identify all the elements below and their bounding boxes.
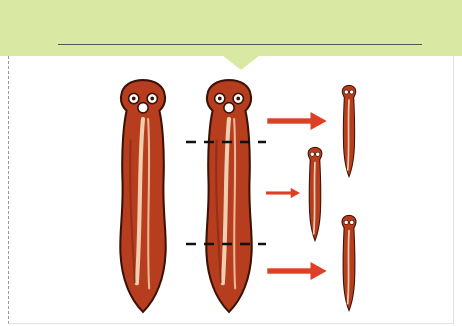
planarian-mid-fragment-icon: [308, 147, 322, 240]
arrow-right-icon: [266, 188, 300, 198]
planarian-cut-icon: [206, 80, 251, 312]
arrow-right-icon: [267, 262, 326, 280]
planarian-head-fragment-icon: [342, 85, 355, 176]
planarian-tail-fragment-icon: [342, 215, 356, 310]
planarian-intact-icon: [120, 80, 165, 312]
arrow-right-icon: [267, 112, 326, 130]
